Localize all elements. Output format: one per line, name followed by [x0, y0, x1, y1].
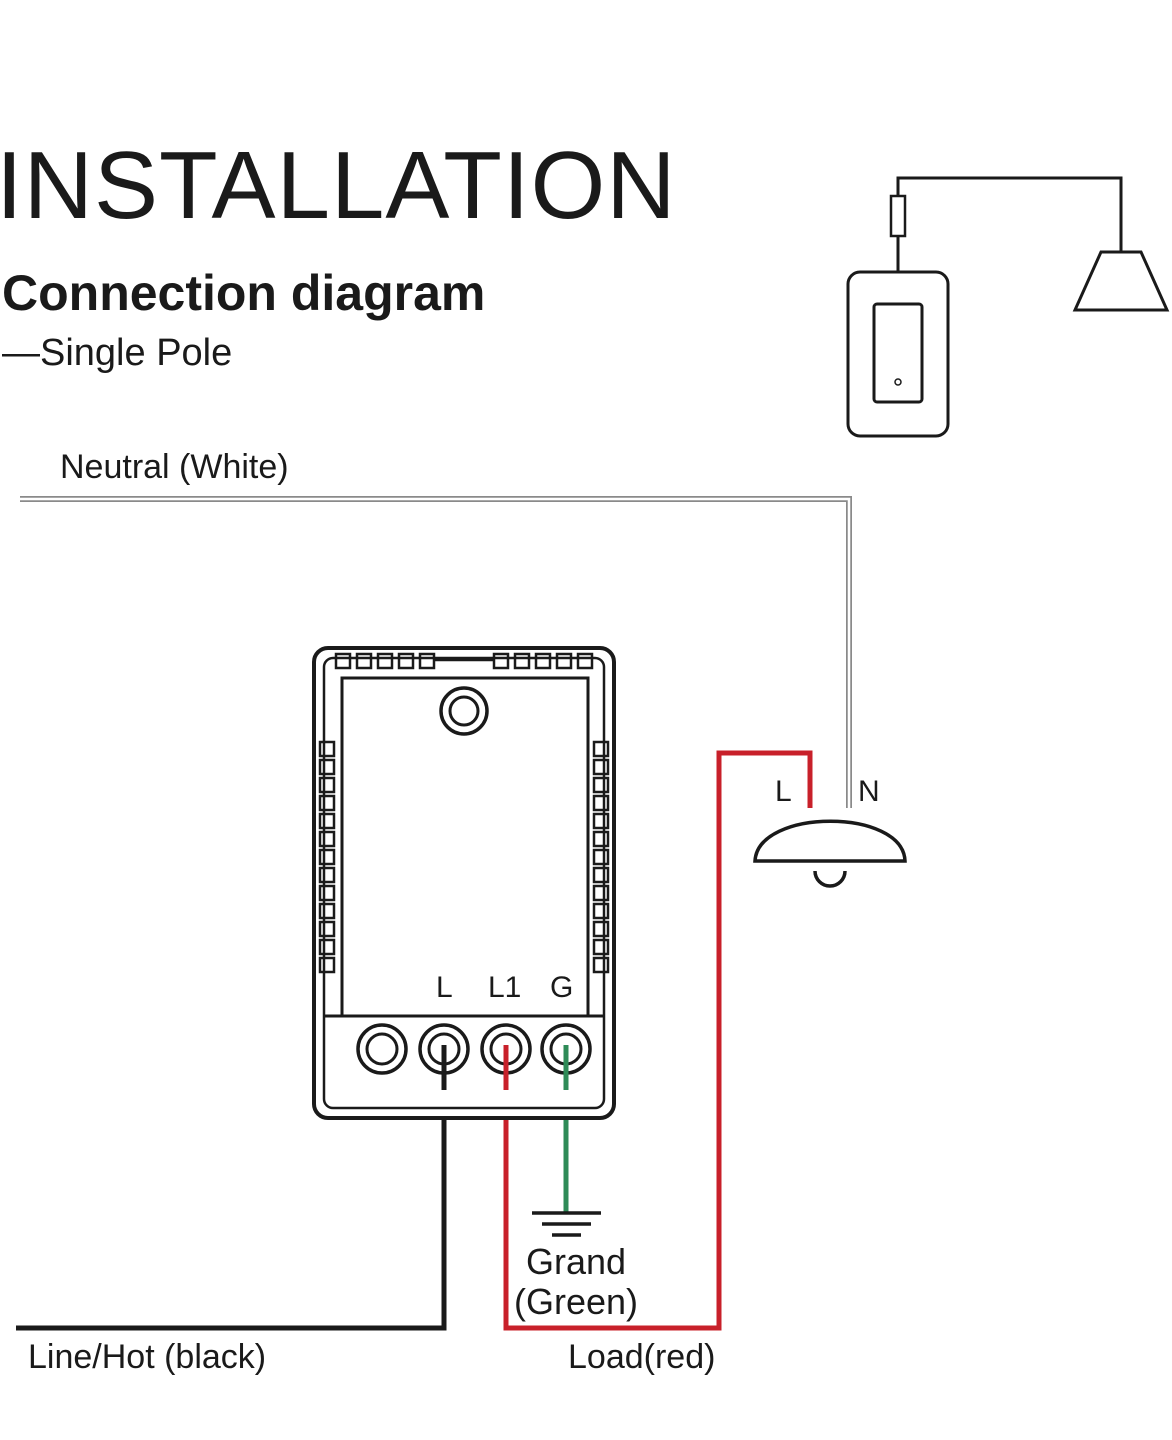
- wall-switch-icon: [846, 270, 950, 438]
- ground-symbol-icon: [532, 1211, 601, 1237]
- load-wire-label: Load(red): [568, 1338, 716, 1376]
- module-face: [340, 676, 590, 1018]
- top-vents: [334, 652, 594, 670]
- ground-wire-label: Grand (Green): [514, 1241, 639, 1323]
- overview-illustration: [846, 176, 1170, 438]
- right-vents: [592, 740, 610, 974]
- terminal-screw-unused: [356, 1023, 408, 1075]
- line-wire-label: Line/Hot (black): [28, 1338, 267, 1376]
- ground-label-line1: Grand: [525, 1241, 627, 1282]
- load-wire: [503, 750, 813, 1331]
- lamp-terminal-n: N: [858, 775, 880, 808]
- diagram-subtitle: Connection diagram: [2, 265, 486, 321]
- neutral-wire-label: Neutral (White): [60, 448, 289, 486]
- mounting-screw-icon: [439, 686, 489, 736]
- page-title: INSTALLATION: [0, 132, 677, 239]
- switch-module: L L1 G: [312, 646, 616, 1120]
- pendant-lamp-icon: [753, 819, 907, 888]
- line-wire: [16, 1045, 447, 1331]
- module-terminal-g-label: G: [550, 971, 573, 1004]
- lamp-terminal-l: L: [775, 775, 792, 808]
- wiring-variant: —Single Pole: [2, 332, 233, 374]
- ground-label-line2: (Green): [514, 1281, 639, 1323]
- neutral-wire: [20, 496, 852, 808]
- module-terminal-l-label: L: [436, 971, 453, 1004]
- ceiling-lamp-icon: [1072, 250, 1170, 312]
- module-terminal-l1-label: L1: [488, 971, 521, 1004]
- left-vents: [318, 740, 336, 974]
- overview-wire: [889, 176, 1123, 272]
